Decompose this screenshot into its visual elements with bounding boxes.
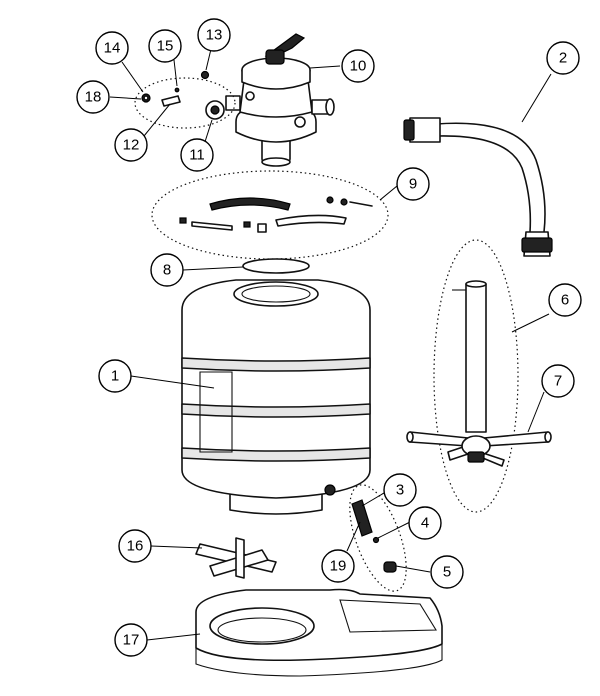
callout-label-7: 7 xyxy=(554,373,562,390)
callout-label-12: 12 xyxy=(123,137,140,154)
callout-9: 9 xyxy=(396,167,430,201)
clamp-set-drawing xyxy=(151,170,389,260)
callout-2: 2 xyxy=(546,41,580,75)
callout-label-18: 18 xyxy=(85,89,102,106)
base-support-drawing xyxy=(195,537,277,579)
callout-label-6: 6 xyxy=(561,292,569,309)
callout-8: 8 xyxy=(150,253,184,287)
callout-18: 18 xyxy=(76,80,110,114)
callout-label-4: 4 xyxy=(421,515,429,532)
callout-1: 1 xyxy=(98,359,132,393)
leader-lines xyxy=(109,48,552,641)
callout-label-5: 5 xyxy=(443,564,451,581)
callout-label-14: 14 xyxy=(104,40,121,57)
callout-14: 14 xyxy=(95,31,129,65)
multiport-valve-drawing xyxy=(225,33,335,167)
callout-label-1: 1 xyxy=(111,368,119,385)
lateral-assembly-drawing xyxy=(406,239,552,513)
gauge-kit-drawing xyxy=(134,70,236,129)
callout-label-8: 8 xyxy=(163,262,171,279)
callout-7: 7 xyxy=(541,364,575,398)
filter-tank-drawing xyxy=(181,279,371,515)
callout-10: 10 xyxy=(341,49,375,83)
callout-label-16: 16 xyxy=(127,538,144,555)
callout-6: 6 xyxy=(548,283,582,317)
callout-19: 19 xyxy=(321,549,355,583)
callout-17: 17 xyxy=(114,623,148,657)
callout-11: 11 xyxy=(180,138,214,172)
callout-15: 15 xyxy=(148,29,182,63)
callout-label-3: 3 xyxy=(396,482,404,499)
callout-5: 5 xyxy=(430,555,464,589)
callout-label-17: 17 xyxy=(123,632,140,649)
callout-13: 13 xyxy=(197,18,231,52)
callout-label-2: 2 xyxy=(559,50,567,67)
hose-drawing xyxy=(403,117,553,257)
callout-16: 16 xyxy=(118,529,152,563)
callout-12: 12 xyxy=(114,128,148,162)
callout-label-15: 15 xyxy=(157,38,174,55)
o-ring-drawing xyxy=(242,258,310,274)
callout-4: 4 xyxy=(408,506,442,540)
callout-label-13: 13 xyxy=(206,27,223,44)
callout-label-10: 10 xyxy=(350,58,367,75)
callout-label-19: 19 xyxy=(330,558,347,575)
callout-3: 3 xyxy=(383,473,417,507)
callout-label-9: 9 xyxy=(409,176,417,193)
base-drawing xyxy=(195,588,443,677)
callout-label-11: 11 xyxy=(189,147,205,164)
